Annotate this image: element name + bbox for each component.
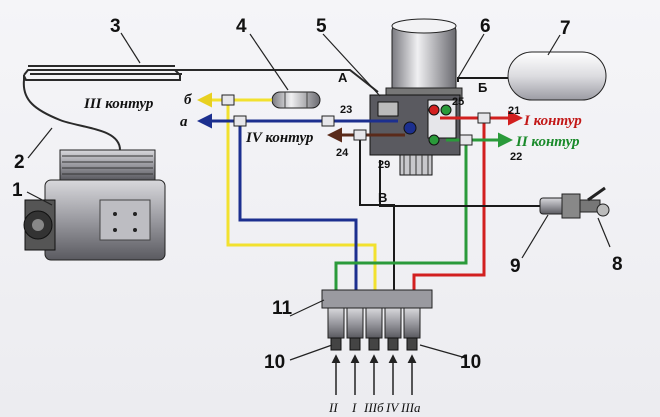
label-port-24: 24 — [336, 147, 349, 159]
label-part-10-right: 10 — [460, 352, 481, 373]
label-part-3: 3 — [110, 16, 121, 37]
label-outlet-b: б — [184, 92, 192, 108]
label-input-iiia: IIIа — [400, 400, 421, 415]
label-contour-1: I контур — [523, 113, 582, 129]
label-part-11: 11 — [272, 298, 293, 319]
drain-tap — [579, 186, 610, 217]
label-line-b: Б — [478, 80, 487, 95]
air-dryer — [385, 18, 463, 101]
label-line-a: А — [338, 70, 348, 85]
brake-valve — [539, 193, 581, 219]
filter-unit — [271, 91, 321, 109]
compressor — [23, 149, 166, 261]
line-v — [379, 160, 540, 207]
label-part-4: 4 — [236, 16, 247, 37]
label-port-23: 23 — [340, 104, 352, 116]
label-part-7: 7 — [560, 18, 571, 39]
leader-lines — [26, 32, 611, 361]
label-line-v: В — [378, 190, 387, 205]
label-input-ii: II — [328, 400, 338, 415]
discharge-pipe — [22, 65, 379, 151]
label-part-5: 5 — [316, 16, 327, 37]
label-contour-3: III контур — [83, 96, 154, 112]
label-part-6: 6 — [480, 16, 491, 37]
label-part-1: 1 — [12, 180, 23, 201]
tee-fittings — [221, 94, 491, 146]
label-input-i: I — [351, 400, 357, 415]
label-part-10-left: 10 — [264, 352, 285, 373]
label-part-9: 9 — [510, 256, 521, 277]
label-outlet-a: а — [180, 114, 188, 130]
valve-bank — [321, 289, 433, 395]
label-part-8: 8 — [612, 254, 623, 275]
label-part-2: 2 — [14, 152, 25, 173]
contour-lines — [197, 92, 523, 292]
protection-valve — [369, 94, 461, 176]
label-input-iiib: IIIб — [363, 400, 384, 415]
label-contour-2: II контур — [515, 134, 580, 150]
receiver-tank — [507, 51, 607, 101]
label-contour-4: IV контур — [245, 130, 314, 146]
label-port-21: 21 — [508, 105, 520, 117]
label-port-25: 25 — [452, 96, 464, 108]
label-port-22: 22 — [510, 151, 522, 163]
label-input-iv: IV — [385, 400, 400, 415]
label-port-29: 29 — [378, 159, 390, 171]
